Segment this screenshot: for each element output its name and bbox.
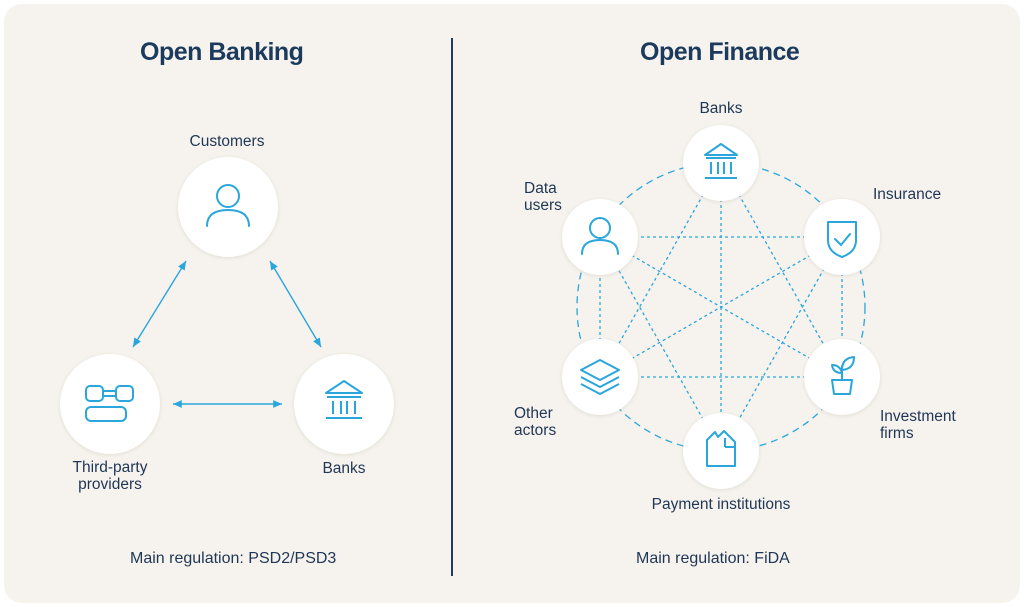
banks-right-label: Banks: [699, 100, 743, 117]
open-finance-regulation: Main regulation: FiDA: [636, 550, 790, 567]
investment-label-line1: Investment: [880, 408, 956, 425]
third-party-label-line2: providers: [78, 476, 142, 493]
customers-node: [178, 157, 278, 257]
person-icon: [206, 184, 250, 227]
customers-label: Customers: [189, 133, 265, 150]
bank-building-icon: [325, 380, 363, 419]
plant-pot-icon: [831, 356, 855, 395]
third-party-node: [60, 354, 160, 454]
other-actors-label-line2: actors: [514, 422, 557, 439]
other-actors-label: Other actors: [514, 405, 556, 439]
investment-label-line2: firms: [880, 425, 914, 442]
building-icon: [706, 430, 736, 467]
third-party-label-line1: Third-party: [72, 459, 148, 476]
customers-to-banks-arrow: [269, 260, 322, 348]
open-banking-title: Open Banking: [140, 38, 304, 66]
insurance-node: [804, 199, 880, 275]
open-finance-title: Open Finance: [640, 38, 800, 66]
data-users-label-line1: Data: [524, 180, 557, 197]
third-party-label: Third-party providers: [40, 459, 180, 493]
person-icon: [581, 217, 619, 255]
open-banking-regulation: Main regulation: PSD2/PSD3: [130, 550, 337, 567]
payment-label: Payment institutions: [651, 496, 791, 513]
data-users-label: Data users: [524, 180, 562, 214]
investment-label: Investment firms: [880, 408, 956, 442]
banks-node-right: [683, 125, 759, 201]
connected-blocks-icon: [85, 385, 134, 422]
payment-node: [683, 413, 759, 489]
data-users-label-line2: users: [524, 197, 562, 214]
shield-check-icon: [827, 221, 857, 258]
other-actors-label-line1: Other: [514, 405, 553, 422]
customers-to-third-party-arrow: [132, 260, 187, 348]
banks-left-label: Banks: [322, 460, 366, 477]
investment-node: [804, 339, 880, 415]
banks-node-left: [294, 354, 394, 454]
open-banking-connectors: [132, 260, 322, 408]
other-actors-node: [562, 339, 638, 415]
bank-building-icon: [704, 143, 738, 179]
section-divider: [451, 38, 453, 576]
insurance-label: Insurance: [873, 186, 942, 203]
network-links: [599, 162, 843, 452]
data-users-node: [562, 199, 638, 275]
layers-icon: [580, 359, 620, 395]
